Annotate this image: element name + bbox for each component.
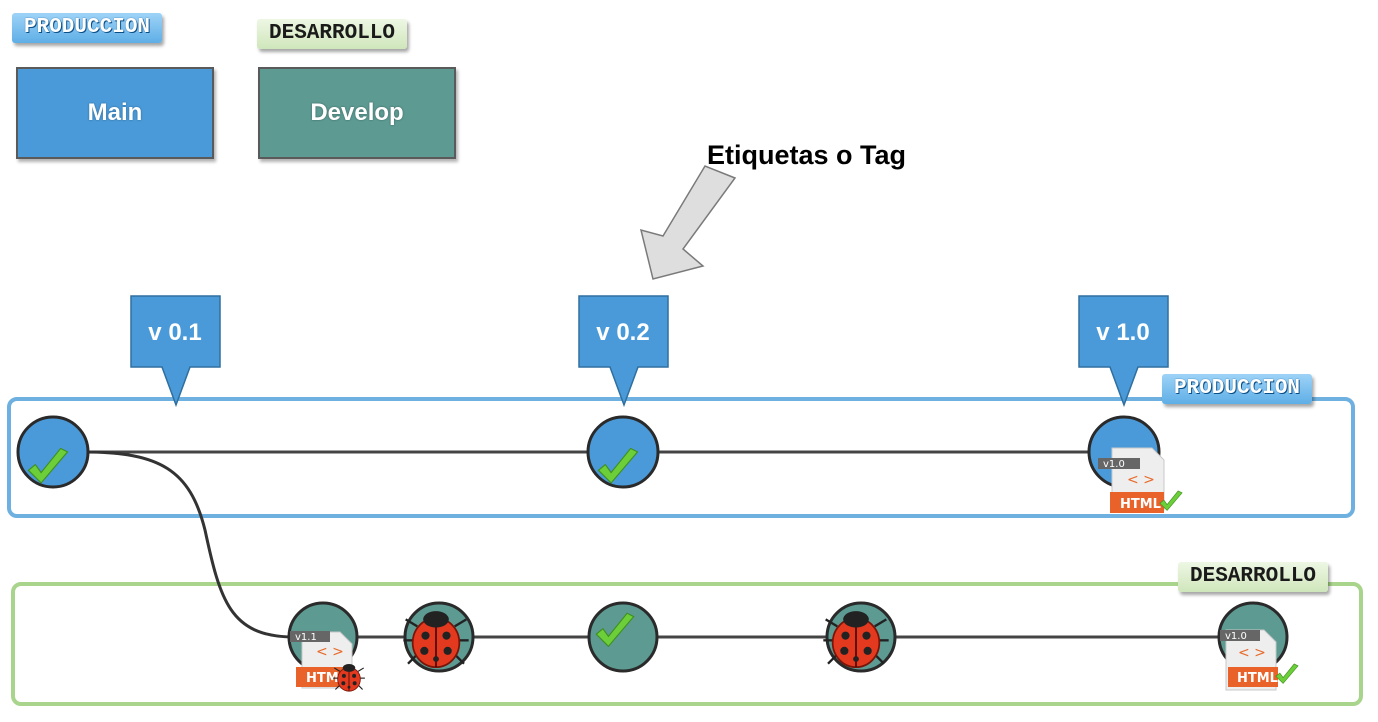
svg-text:v1.0: v1.0 <box>1103 459 1125 470</box>
svg-text:v1.0: v1.0 <box>1225 631 1247 642</box>
svg-text:< >: < > <box>1127 472 1155 488</box>
develop-commit-1: v1.1 < > HTML <box>287 601 366 692</box>
legend-production-tag: PRODUCCION <box>12 13 163 43</box>
svg-text:< >: < > <box>1238 645 1266 661</box>
html-file-icon: v1.1 < > HTML <box>290 631 366 692</box>
version-callout-v10: v 1.0 <box>1078 295 1169 408</box>
production-lane-label: PRODUCCION <box>1162 374 1313 404</box>
production-lane <box>7 397 1355 518</box>
version-callout-v02: v 0.2 <box>578 295 669 408</box>
tags-annotation: Etiquetas o Tag <box>707 140 907 170</box>
version-label-v02: v 0.2 <box>596 319 649 346</box>
svg-text:HTML: HTML <box>306 671 347 686</box>
svg-text:v1.1: v1.1 <box>295 632 317 643</box>
svg-text:HTML: HTML <box>1120 497 1161 512</box>
version-callout-v01: v 0.1 <box>130 295 221 408</box>
legend-develop-box: Develop <box>258 67 456 159</box>
development-lane <box>11 582 1363 706</box>
main-commit-release: v1.0 < > HTML <box>1087 415 1183 513</box>
main-commit-1 <box>16 415 90 489</box>
annotation-arrow <box>639 165 737 280</box>
version-label-v10: v 1.0 <box>1096 319 1149 346</box>
html-file-icon: v1.0 < > HTML <box>1098 447 1183 513</box>
development-lane-label: DESARROLLO <box>1178 562 1329 592</box>
svg-text:HTML: HTML <box>1237 671 1278 686</box>
check-icon <box>1275 663 1299 684</box>
develop-commit-3 <box>587 601 659 673</box>
develop-commit-4 <box>822 601 897 673</box>
version-label-v01: v 0.1 <box>148 319 201 346</box>
legend-development-tag: DESARROLLO <box>257 19 408 49</box>
branch-off-curve <box>83 450 293 639</box>
develop-commit-5: v1.0 < > HTML <box>1217 601 1299 691</box>
develop-commit-2 <box>402 601 475 673</box>
html-file-icon: v1.0 < > HTML <box>1220 629 1299 691</box>
svg-text:< >: < > <box>316 644 344 660</box>
legend-main-box: Main <box>16 67 214 159</box>
main-commit-2 <box>586 415 660 489</box>
